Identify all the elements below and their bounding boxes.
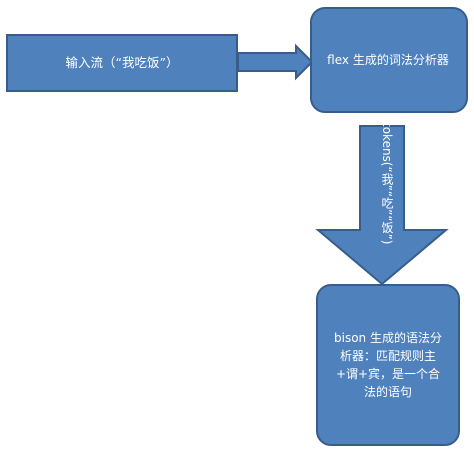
bison-parser-label: bison 生成的语法分析器：匹配规则主+谓+宾，是一个合法的语句 [334, 331, 442, 399]
flex-lexer-label: flex 生成的词法分析器 [327, 53, 449, 67]
input-stream-label: 输入流（“我吃饭”） [65, 55, 179, 70]
down-arrow [315, 125, 449, 286]
tokens-label: tokens(“我”“吃”“饭”) [380, 121, 394, 245]
bison-box [316, 284, 460, 446]
input-stream-box [6, 34, 238, 92]
right-arrow [237, 43, 314, 81]
flex-box [310, 7, 468, 113]
